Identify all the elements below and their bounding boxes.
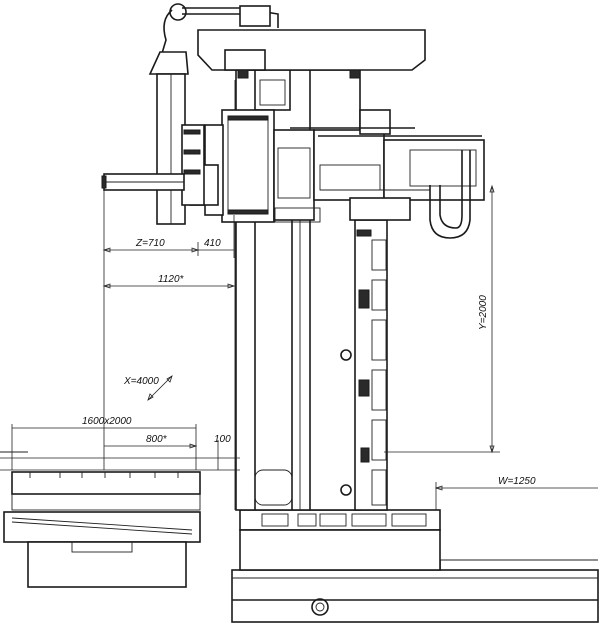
headstock [101,109,485,239]
table-size-label: 1600x2000 [82,416,132,427]
z-travel-label: Z=710 [135,238,165,249]
z-offset-label: 410 [204,238,221,249]
overhead-cover [197,29,426,79]
dimensions [0,184,598,510]
machine-base [231,559,599,623]
w-travel-label: W=1250 [498,476,536,487]
table-half-label: 800* [146,434,168,445]
reach-label: 1120* [158,274,185,285]
y-travel-label: Y=2000 [478,295,489,330]
column-saddle [239,509,441,571]
cable-arm [148,3,279,225]
x-travel-label: X=4000 [123,376,159,387]
spindle-height-label: 100 [214,434,231,445]
work-table [3,471,201,588]
